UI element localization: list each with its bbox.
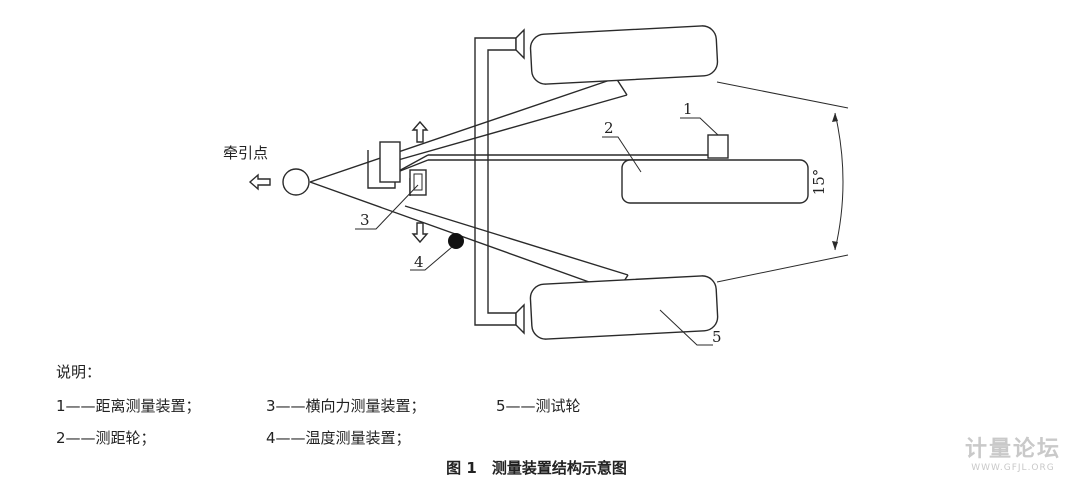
upper-test-wheel: [529, 25, 719, 85]
lateral-arrow-down-icon: [411, 222, 429, 244]
tow-hitch-ring: [282, 168, 310, 196]
steer-angle-indicator: [716, 81, 849, 283]
legend-item-1: 1——距离测量装置；: [56, 397, 201, 415]
figure-caption: 图 1 测量装置结构示意图: [446, 459, 627, 477]
watermark-url: WWW.GFJL.ORG: [971, 463, 1055, 473]
upper-wheel-mount: [515, 28, 525, 60]
legend-item-4: 4——温度测量装置；: [266, 429, 411, 447]
upper-tow-arm: [309, 77, 628, 183]
callout-3: 3: [360, 211, 370, 229]
angle-label: 15°: [810, 169, 828, 196]
axle-crossbar: [474, 28, 525, 335]
measurement-device-diagram: 15° 1 2 3 4 5 牵引点: [223, 25, 849, 346]
lower-test-wheel: [529, 275, 719, 340]
watermark-main: 计量论坛: [964, 437, 1061, 462]
callout-leaders: [355, 117, 719, 346]
arm-clamp: [379, 141, 401, 183]
pull-point-label: 牵引点: [223, 144, 268, 162]
callout-2: 2: [604, 119, 614, 137]
distance-wheel: [621, 159, 809, 204]
legend-item-3: 3——横向力测量装置；: [266, 397, 426, 415]
legend-title: 说明：: [56, 363, 102, 381]
legend-item-5: 5——测试轮: [496, 397, 581, 415]
lateral-arrow-up-icon: [411, 120, 429, 143]
lower-tow-arm: [309, 181, 629, 293]
temperature-sensor: [448, 233, 464, 249]
pull-direction-arrow-icon: [248, 173, 271, 191]
watermark: 计量论坛 WWW.GFJL.ORG: [965, 438, 1061, 474]
distance-measuring-device: [707, 134, 729, 159]
callout-5: 5: [712, 328, 722, 346]
callout-4: 4: [414, 253, 424, 271]
legend-item-2: 2——测距轮；: [56, 429, 156, 447]
lower-wheel-mount: [515, 303, 525, 335]
callout-1: 1: [683, 100, 693, 118]
